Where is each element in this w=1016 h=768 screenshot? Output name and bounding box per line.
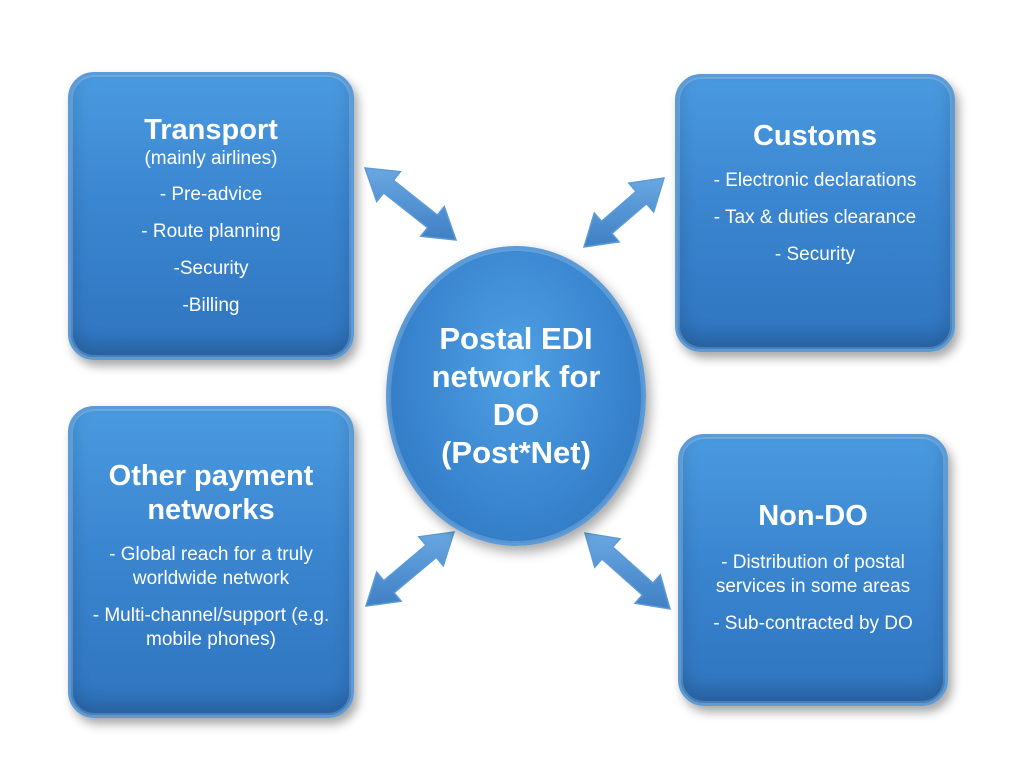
customs-box: Customs - Electronic declarations - Tax … [675,74,955,352]
transport-box: Transport (mainly airlines) - Pre-advice… [68,72,354,360]
transport-item: - Pre-advice [159,184,263,205]
other-payment-networks-box: Other payment networks - Global reach fo… [68,406,354,718]
transport-item: - Route planning [141,221,281,242]
non-do-box: Non-DO - Distribution of postal services… [678,434,948,706]
hub-title: Postal EDI network for DO (Post*Net) [431,321,601,470]
customs-item: - Tax & duties clearance [713,207,917,228]
non-do-title: Non-DO [758,500,868,532]
non-do-item: - Sub-contracted by DO [713,613,913,634]
transport-title: Transport [144,114,278,146]
customs-item: - Electronic declarations [713,170,917,191]
transport-hub-arrow [363,167,458,241]
transport-item: -Billing [182,295,240,316]
other-item: - Global reach for a truly worldwide net… [109,544,313,589]
other-hub-arrow [364,531,456,607]
customs-item: - Security [774,244,856,265]
customs-title: Customs [752,120,878,152]
other-title: Other payment networks [108,460,314,526]
non-do-hub-arrow [583,532,672,610]
transport-subtitle: (mainly airlines) [144,148,278,169]
central-hub-ellipse: Postal EDI network for DO (Post*Net) [386,246,646,546]
non-do-item: - Distribution of postal services in som… [715,552,911,597]
transport-item: -Security [173,258,249,279]
other-item: - Multi-channel/support (e.g. mobile pho… [92,605,330,650]
customs-hub-arrow [582,177,666,248]
